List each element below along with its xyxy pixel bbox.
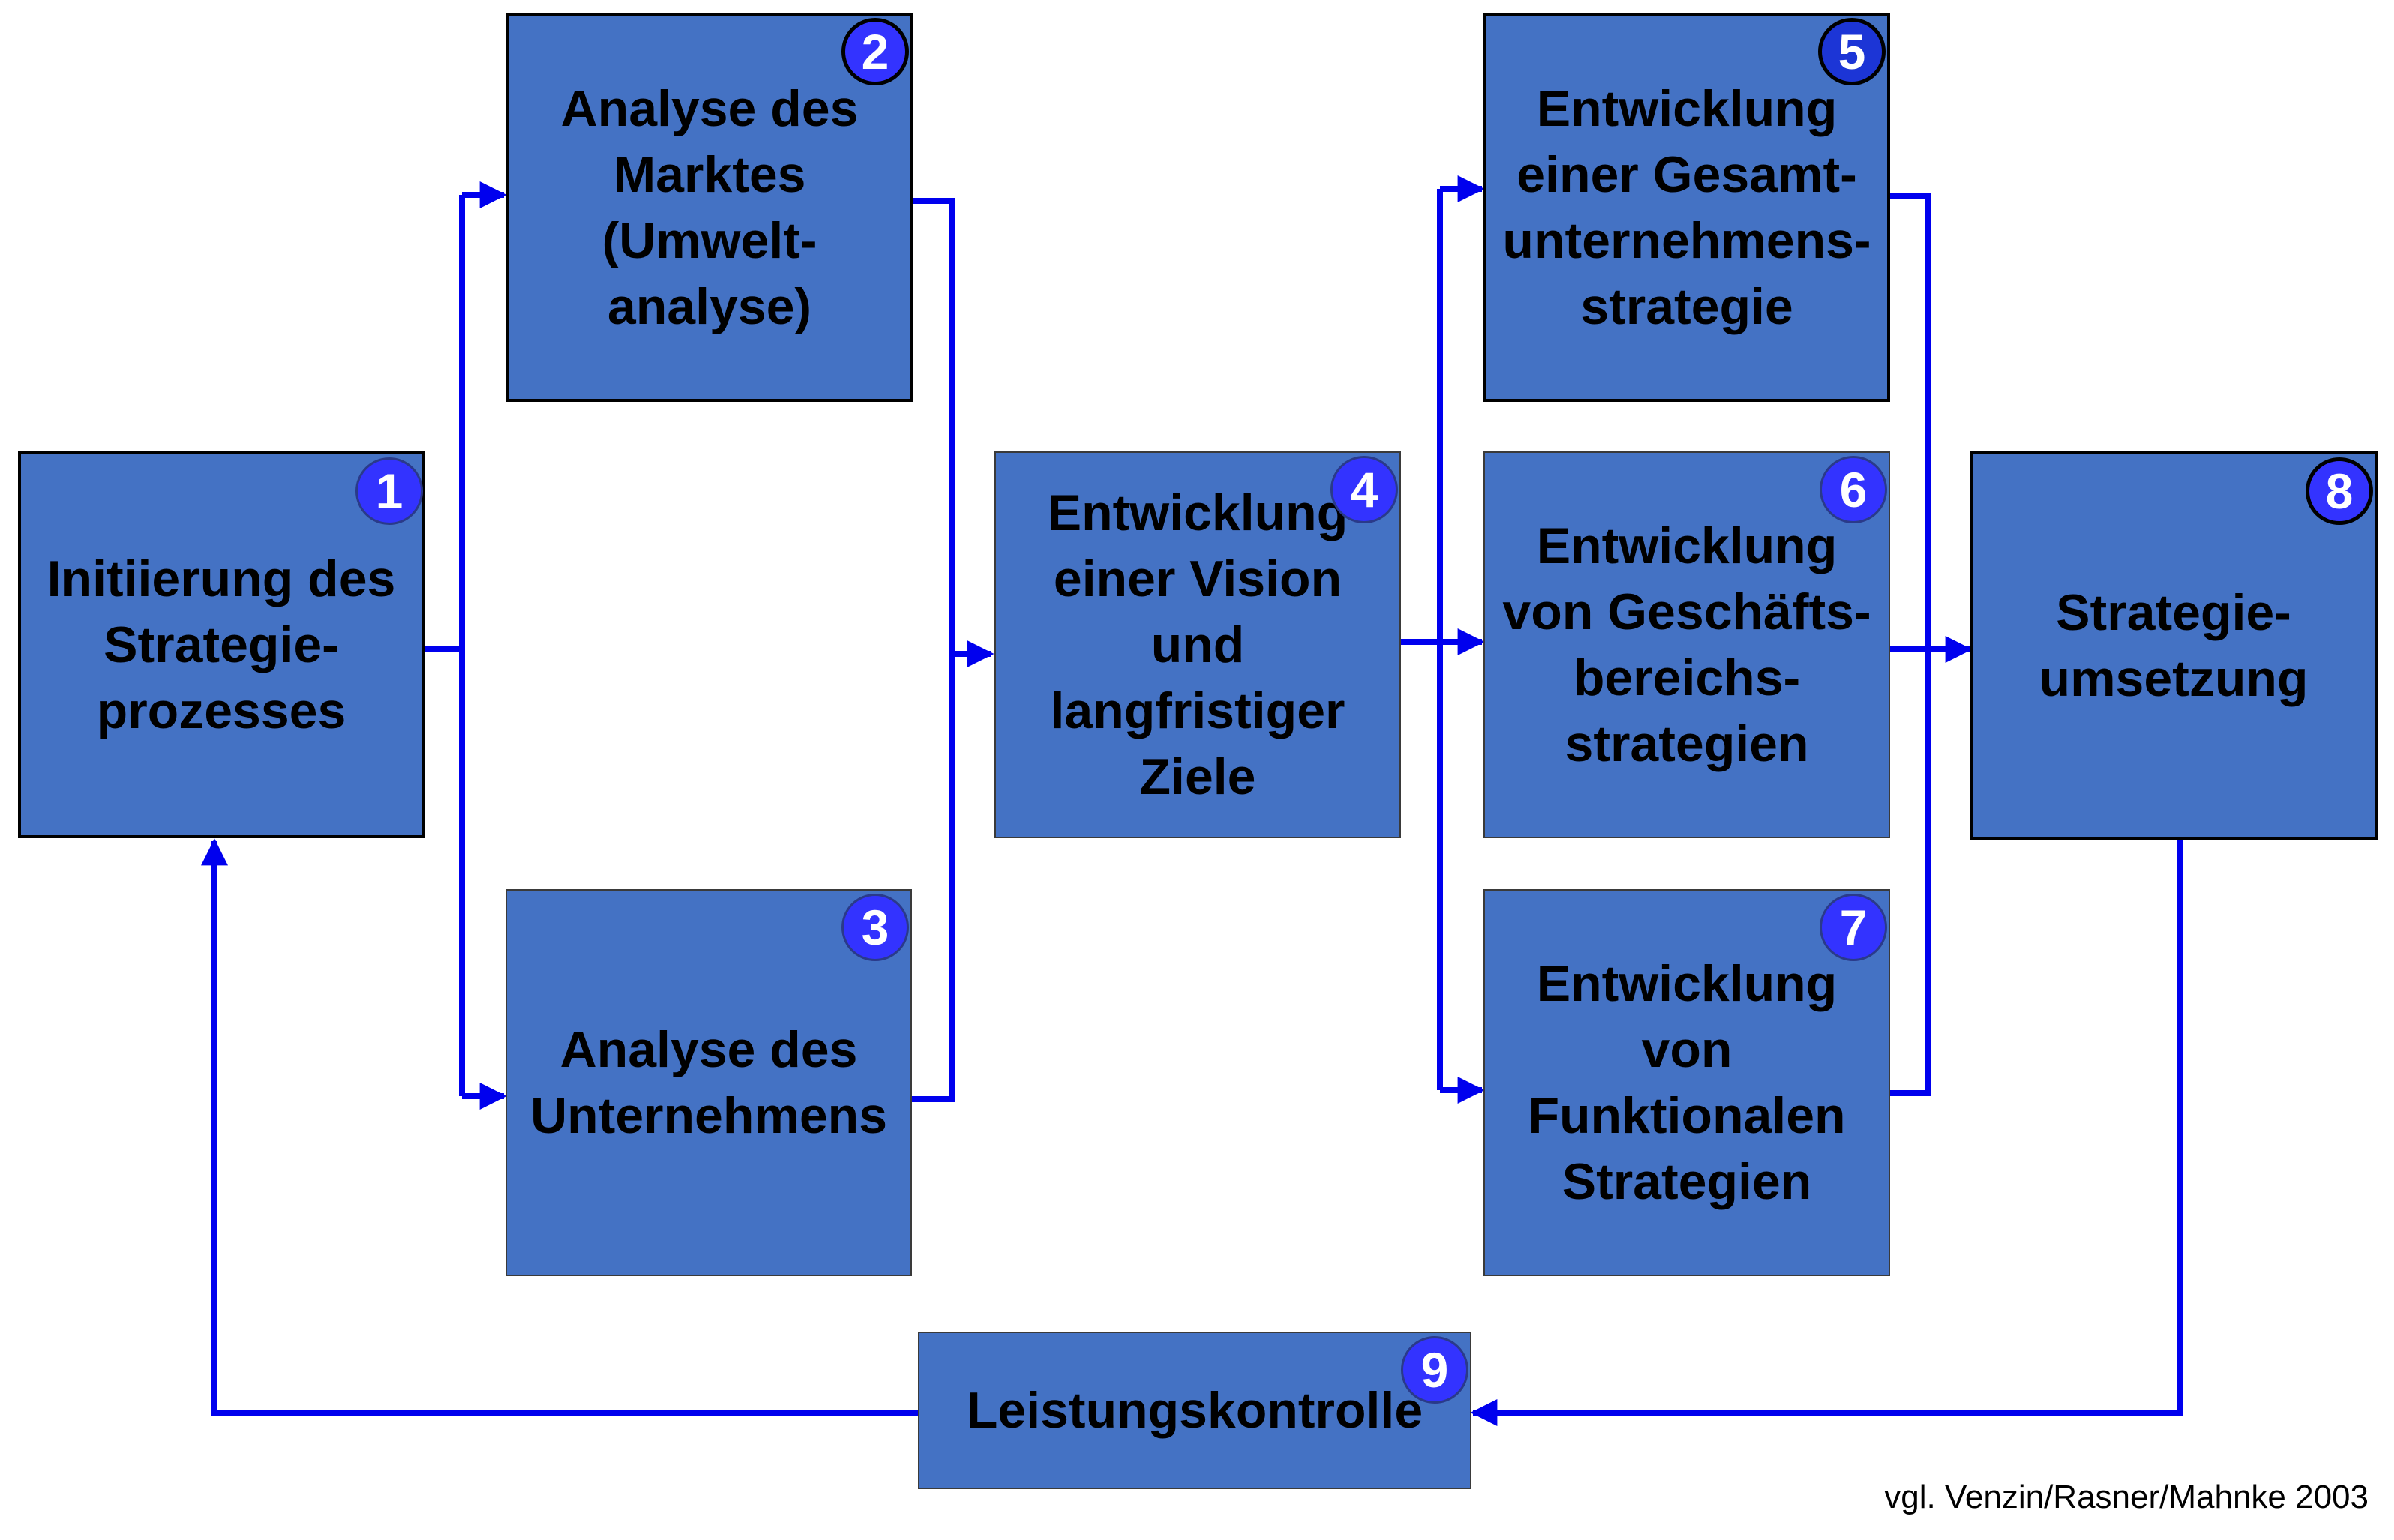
step-1-number-badge: 1 bbox=[356, 457, 423, 525]
step-1-box: Initiierung des Strategie- prozesses 1 bbox=[18, 451, 424, 838]
connector-2-out bbox=[912, 198, 956, 1102]
step-4-number-badge: 4 bbox=[1330, 456, 1398, 523]
step-1-label: Initiierung des Strategie- prozesses bbox=[46, 550, 396, 739]
source-citation: vgl. Venzin/Rasner/Mahnke 2003 bbox=[1884, 1479, 2368, 1515]
step-2-box: Analyse des Marktes (Umwelt- analyse) 2 bbox=[506, 13, 914, 402]
step-7-label: Entwicklung von Funktionalen Strategien bbox=[1528, 955, 1846, 1210]
step-4-label: Entwicklung einer Vision und langfristig… bbox=[1047, 484, 1348, 805]
step-4-box: Entwicklung einer Vision und langfristig… bbox=[994, 451, 1401, 838]
step-8-label: Strategie- umsetzung bbox=[2038, 584, 2308, 707]
step-6-box: Entwicklung von Geschäfts- bereichs- str… bbox=[1484, 451, 1890, 838]
step-3-number-badge: 3 bbox=[842, 894, 909, 961]
step-7-box: Entwicklung von Funktionalen Strategien … bbox=[1484, 889, 1890, 1276]
step-6-label: Entwicklung von Geschäfts- bereichs- str… bbox=[1502, 517, 1871, 772]
step-5-number-badge: 5 bbox=[1818, 18, 1886, 85]
step-5-label: Entwicklung einer Gesamt- unternehmens- … bbox=[1502, 80, 1871, 335]
step-6-number-badge: 6 bbox=[1820, 456, 1887, 523]
step-3-label: Analyse des Unternehmens bbox=[530, 1021, 888, 1144]
step-3-box: Analyse des Unternehmens 3 bbox=[506, 889, 912, 1276]
step-8-box: Strategie- umsetzung 8 bbox=[1970, 451, 2378, 840]
step-2-number-badge: 2 bbox=[842, 18, 909, 85]
step-8-number-badge: 8 bbox=[2306, 457, 2373, 525]
arrow-to-9 bbox=[1470, 837, 2182, 1426]
step-9-box: Leistungskontrolle 9 bbox=[918, 1332, 1472, 1489]
step-9-label: Leistungskontrolle bbox=[966, 1382, 1424, 1439]
step-9-number-badge: 9 bbox=[1401, 1336, 1468, 1404]
step-2-label: Analyse des Marktes (Umwelt- analyse) bbox=[560, 80, 859, 335]
step-5-box: Entwicklung einer Gesamt- unternehmens- … bbox=[1484, 13, 1890, 402]
step-7-number-badge: 7 bbox=[1820, 894, 1887, 961]
connector-5-7-out bbox=[1888, 193, 1930, 1096]
arrow-to-1 bbox=[201, 838, 918, 1416]
